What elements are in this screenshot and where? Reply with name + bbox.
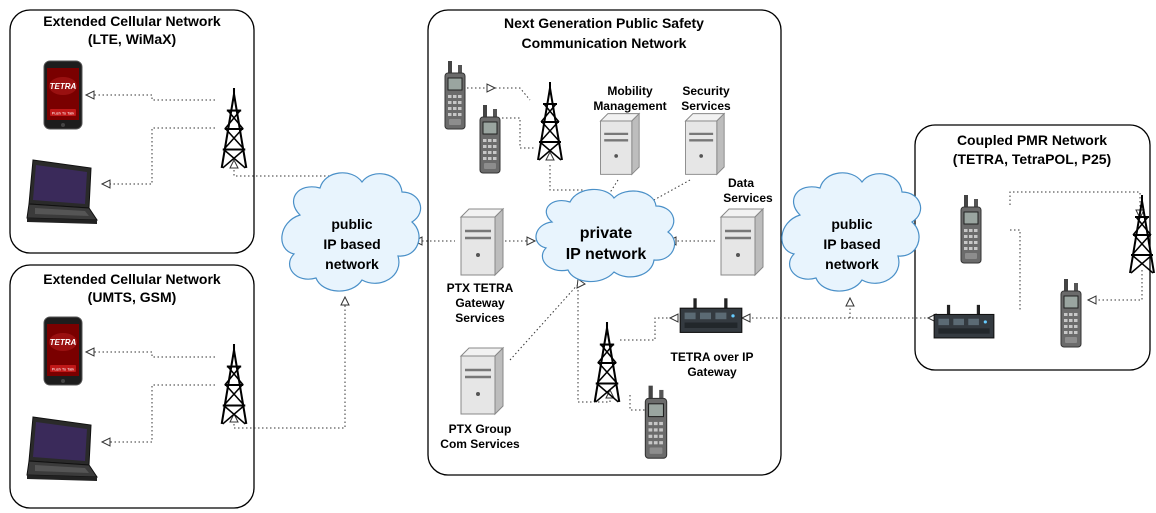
cloud-label: network <box>325 256 379 272</box>
gateway-label: TETRA over IP <box>671 350 754 364</box>
box-title: Coupled PMR Network <box>957 132 1107 148</box>
cloud-label: public <box>831 216 872 232</box>
cloud-public-ip-left: public IP based network <box>281 172 422 292</box>
server-label: PTX Group <box>449 422 512 436</box>
server-label: Management <box>593 99 666 113</box>
box-title: Extended Cellular Network <box>43 271 221 287</box>
server-label: PTX TETRA <box>447 281 514 295</box>
cloud-private-ip: private IP network <box>535 188 676 283</box>
cloud-label: IP network <box>566 246 647 263</box>
laptop-icon <box>26 159 98 225</box>
server-label: Services <box>681 99 731 113</box>
cloud-label: IP based <box>323 236 380 252</box>
server-icon <box>719 207 765 277</box>
cloud-label: private <box>580 225 633 242</box>
server-icon <box>684 112 726 176</box>
cloud-label: IP based <box>823 236 880 252</box>
server-label: Com Services <box>440 437 520 451</box>
gateway-label: Gateway <box>687 365 737 379</box>
connectors <box>92 87 1143 443</box>
box-subtitle: Communication Network <box>522 35 687 51</box>
server-label: Services <box>723 191 773 205</box>
tetra-phone-icon <box>43 316 83 386</box>
server-label: Services <box>455 311 505 325</box>
cloud-label: public <box>331 216 372 232</box>
laptop-icon <box>26 416 98 482</box>
server-label: Security <box>682 84 730 98</box>
server-icon <box>599 112 641 176</box>
box-subtitle: (UMTS, GSM) <box>88 289 177 305</box>
box-coupled-pmr-network: Coupled PMR Network (TETRA, TetraPOL, P2… <box>914 124 1151 371</box>
cloud-label: network <box>825 256 879 272</box>
box-title: Extended Cellular Network <box>43 13 221 29</box>
server-label: Mobility <box>607 84 653 98</box>
box-subtitle: (TETRA, TetraPOL, P25) <box>953 151 1111 167</box>
server-label: Gateway <box>455 296 505 310</box>
tetra-phone-icon <box>43 60 83 130</box>
box-subtitle: (LTE, WiMaX) <box>88 31 176 47</box>
cloud-public-ip-right: public IP based network <box>781 172 922 292</box>
box-title: Next Generation Public Safety <box>504 15 704 31</box>
server-icon <box>459 346 505 416</box>
server-label: Data <box>728 176 754 190</box>
server-icon <box>459 207 505 277</box>
